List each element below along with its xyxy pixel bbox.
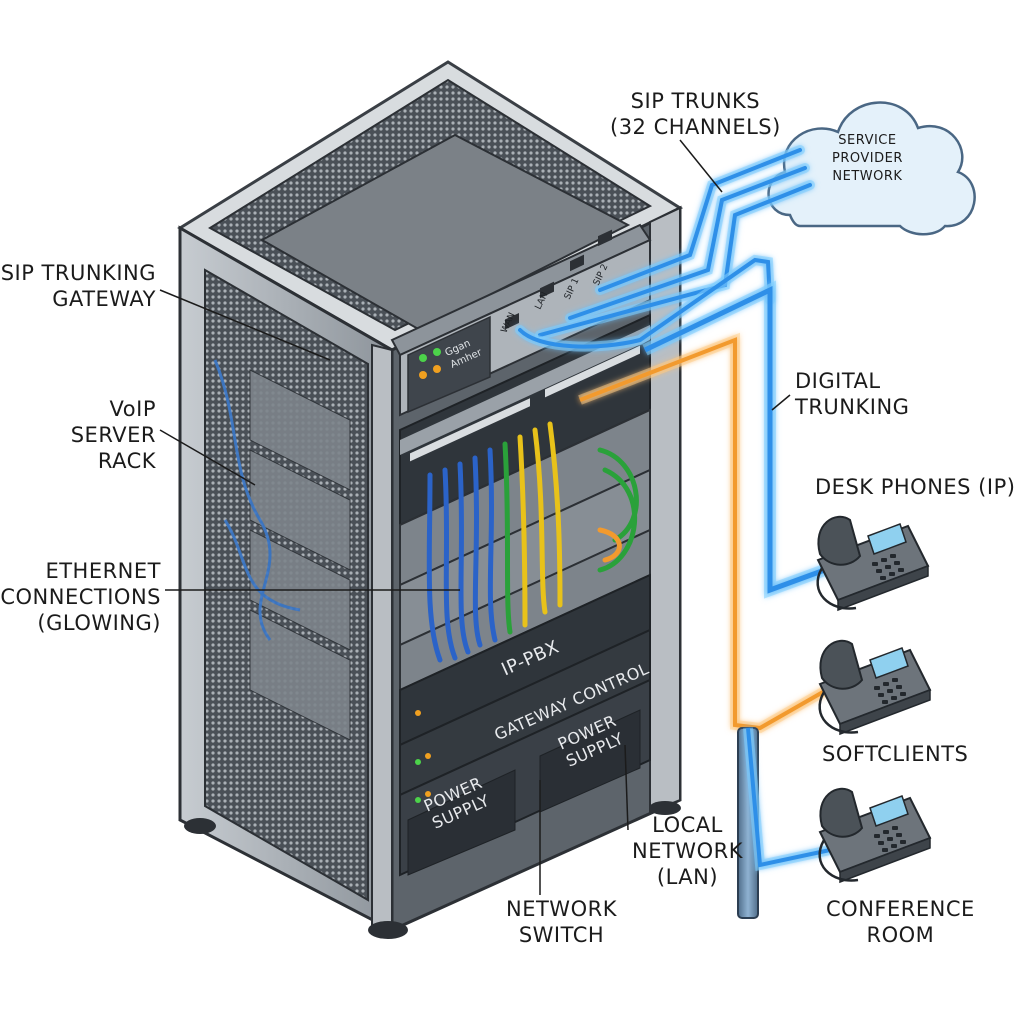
switch-ports xyxy=(410,345,640,462)
voip-server-rack-label: VoIP SERVER RACK xyxy=(71,396,156,474)
rack-label-line3: RACK xyxy=(97,449,156,473)
desk-phone-icon xyxy=(816,515,930,612)
service-provider-line1: SERVICE xyxy=(838,133,897,148)
rack-rail-left xyxy=(371,343,393,932)
sip-trunks-label: SIP TRUNKS (32 CHANNELS) xyxy=(610,88,781,140)
ethernet-connections-label: ETHERNET CONNECTIONS (GLOWING) xyxy=(0,558,161,636)
network-switch-line1: NETWORK xyxy=(506,897,617,921)
conference-line1: CONFERENCE xyxy=(826,897,975,921)
status-led xyxy=(419,354,427,362)
network-switch-line2: SWITCH xyxy=(518,923,605,947)
service-provider-line3: NETWORK xyxy=(832,169,903,184)
sip-trunks-line2: (32 CHANNELS) xyxy=(610,115,781,139)
conference-cable xyxy=(743,727,832,872)
gateway-label-line1: SIP TRUNKING xyxy=(0,261,156,285)
leader-lines xyxy=(159,139,791,895)
status-led xyxy=(415,797,421,803)
conference-line2: ROOM xyxy=(866,923,935,947)
softclients-label: SOFTCLIENTS xyxy=(822,741,968,767)
sip-trunks-line1: SIP TRUNKS xyxy=(630,89,761,113)
local-network-line3: (LAN) xyxy=(656,865,719,889)
status-led xyxy=(433,348,441,356)
ethernet-label-line3: (GLOWING) xyxy=(37,611,161,635)
rack-label-line1: VoIP xyxy=(109,397,156,421)
status-led xyxy=(425,791,431,797)
rack-label-line2: SERVER xyxy=(70,423,156,447)
status-led xyxy=(415,759,421,765)
rack-foot xyxy=(649,801,681,815)
digital-trunking-line1: DIGITAL xyxy=(795,369,881,393)
sip-trunking-gateway-device xyxy=(390,223,652,417)
digital-trunking-label: DIGITAL TRUNKING xyxy=(795,368,909,420)
status-led xyxy=(425,753,431,759)
digital-trunking-cable xyxy=(642,280,833,599)
lan-port[interactable] xyxy=(540,281,554,299)
service-provider-label: SERVICE PROVIDER NETWORK xyxy=(832,132,903,186)
rack-ceiling-plate xyxy=(259,133,631,332)
local-network-line2: NETWORK xyxy=(632,839,743,863)
sip2-port[interactable] xyxy=(598,229,612,247)
rack-foot xyxy=(184,818,216,834)
lan-cable xyxy=(578,332,833,734)
rack-bottom-panels xyxy=(399,573,651,877)
sip1-port[interactable] xyxy=(570,254,584,272)
local-network-label: LOCAL NETWORK (LAN) xyxy=(632,812,743,890)
local-network-line1: LOCAL xyxy=(652,813,723,837)
status-led xyxy=(433,365,441,373)
sip-trunking-gateway-label: SIP TRUNKING GATEWAY xyxy=(1,260,156,312)
service-provider-cloud xyxy=(767,101,976,236)
ip-phones xyxy=(816,515,932,884)
service-provider-line2: PROVIDER xyxy=(832,151,903,166)
rack-foot xyxy=(368,921,408,939)
softclient-phone-icon xyxy=(818,639,932,736)
network-switch-label: NETWORK SWITCH xyxy=(506,896,617,948)
digital-trunking-line2: TRUNKING xyxy=(795,395,910,419)
desk-phones-text: DESK PHONES (IP) xyxy=(815,475,1016,499)
wan-port[interactable] xyxy=(505,312,519,330)
ethernet-patch-cables xyxy=(426,421,639,663)
ethernet-label-line2: CONNECTIONS xyxy=(0,585,161,609)
status-led xyxy=(419,371,427,379)
status-led xyxy=(415,710,421,716)
gateway-label-line2: GATEWAY xyxy=(52,287,156,311)
conference-phone-icon xyxy=(818,787,932,884)
ethernet-label-line1: ETHERNET xyxy=(45,559,161,583)
sip-trunk-cables xyxy=(515,145,815,352)
softclients-text: SOFTCLIENTS xyxy=(822,742,969,766)
desk-phones-label: DESK PHONES (IP) xyxy=(815,474,1015,500)
conference-room-label: CONFERENCE ROOM xyxy=(826,896,975,948)
